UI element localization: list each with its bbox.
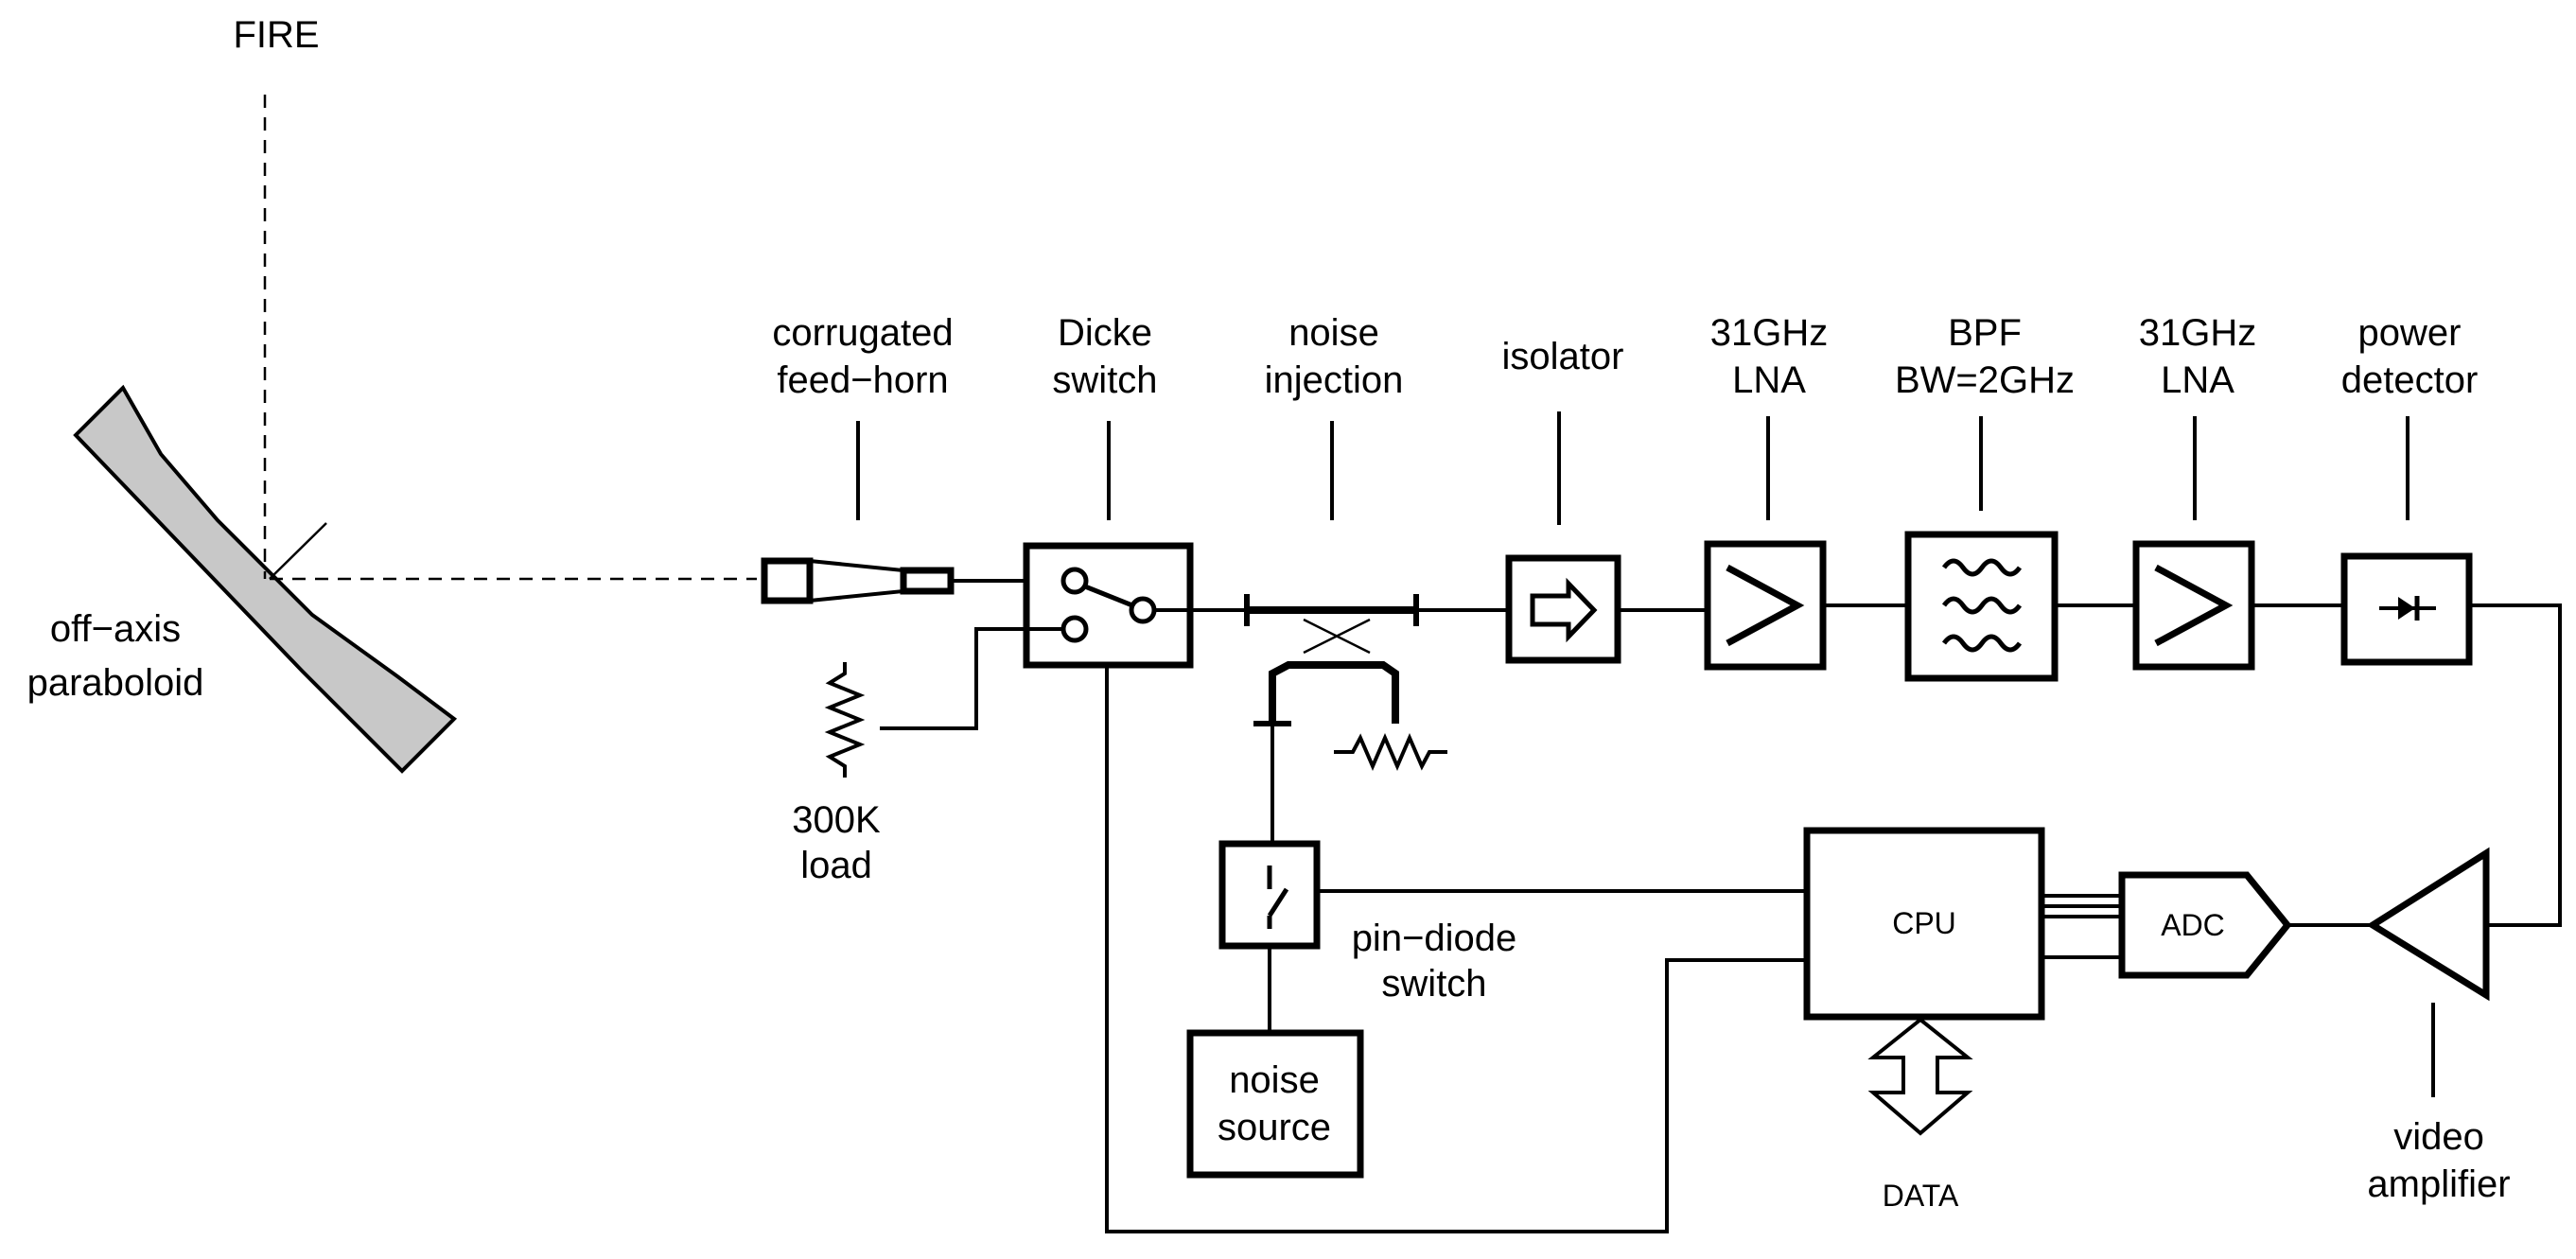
data-bus-arrow-icon xyxy=(1867,1017,1973,1136)
video-amplifier xyxy=(2366,847,2490,1002)
noisesrc-label-2: source xyxy=(1218,1107,1331,1148)
power-detector xyxy=(2340,552,2473,666)
detector-label-1: power xyxy=(2358,312,2462,354)
mirror-label-2: paraboloid xyxy=(27,662,204,704)
horn-label-2: feed−horn xyxy=(777,359,948,401)
adc-cpu-bus xyxy=(2042,894,2122,959)
corrugated-feed-horn xyxy=(761,557,955,604)
load-resistor-icon xyxy=(824,662,866,778)
load-label-2: load xyxy=(800,845,872,886)
pin-label-1: pin−diode xyxy=(1352,918,1517,959)
wire-dicke-cpu xyxy=(1105,665,1807,1233)
lna1-label-2: LNA xyxy=(1732,359,1806,401)
wire-detector-videoamp xyxy=(2469,603,2562,927)
noisesrc-label-1: noise xyxy=(1229,1059,1320,1101)
wire-load-dicke xyxy=(880,627,1063,730)
mirror-normal-tick xyxy=(269,522,327,580)
pin-label-2: switch xyxy=(1381,963,1486,1005)
fire-label: FIRE xyxy=(233,14,319,56)
noise-source-box xyxy=(1186,1029,1364,1179)
band-pass-filter xyxy=(1904,531,2059,682)
data-label: DATA xyxy=(1883,1179,1959,1213)
cpu-label: CPU xyxy=(1892,906,1956,940)
isolator-label: isolator xyxy=(1502,336,1624,377)
video-label-1: video xyxy=(2393,1116,2484,1158)
load-label-1: 300K xyxy=(792,799,881,841)
cpu-block xyxy=(1803,827,2045,1021)
lna-1 xyxy=(1704,540,1827,671)
mirror-label-1: off−axis xyxy=(50,608,181,650)
dicke-label-2: switch xyxy=(1052,359,1157,401)
dicke-label-1: Dicke xyxy=(1058,312,1152,354)
noiseinj-label-1: noise xyxy=(1288,312,1379,354)
isolator xyxy=(1505,554,1621,664)
off-axis-paraboloid-mirror xyxy=(73,384,458,774)
noiseinj-label-2: injection xyxy=(1265,359,1404,401)
lna1-label-1: 31GHz xyxy=(1710,312,1829,354)
detector-label-2: detector xyxy=(2341,359,2479,401)
noise-injection-coupler xyxy=(1244,594,1419,726)
video-label-2: amplifier xyxy=(2367,1163,2510,1205)
lna-2 xyxy=(2132,540,2255,671)
pin-diode-switch xyxy=(1218,840,1321,950)
lna2-label-2: LNA xyxy=(2161,359,2234,401)
bpf-label-1: BPF xyxy=(1948,312,2022,354)
dicke-switch xyxy=(1023,542,1194,669)
termination-resistor-icon xyxy=(1334,732,1447,772)
adc-label: ADC xyxy=(2161,908,2225,942)
bpf-label-2: BW=2GHz xyxy=(1895,359,2075,401)
horn-label-1: corrugated xyxy=(772,312,953,354)
lna2-label-1: 31GHz xyxy=(2139,312,2257,354)
